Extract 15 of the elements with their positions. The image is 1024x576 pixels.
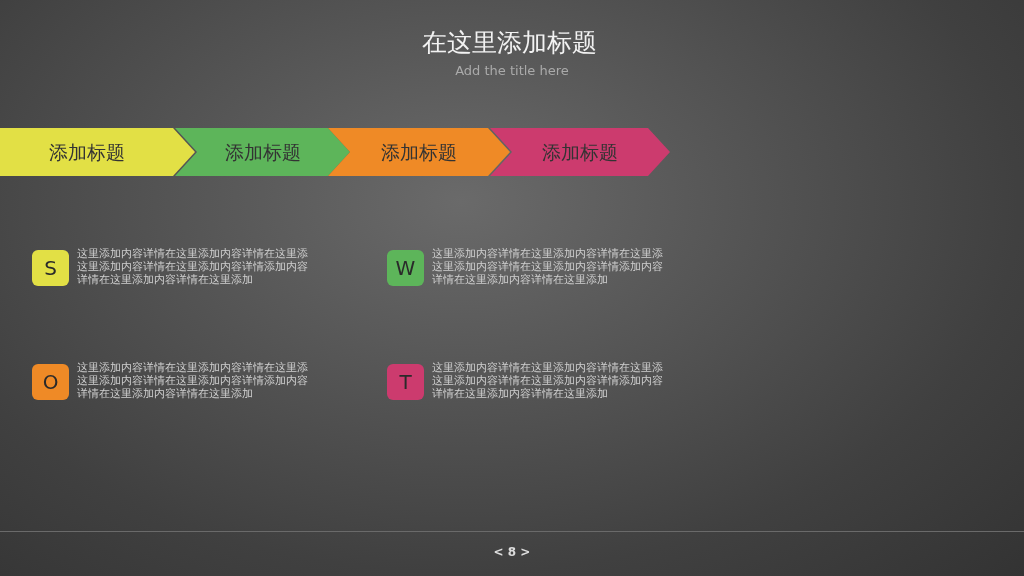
letter-tile: T: [387, 364, 424, 400]
slide-title: 在这里添加标题: [422, 27, 597, 59]
slide-subtitle: Add the title here: [455, 63, 569, 78]
letter-tile: W: [387, 250, 424, 286]
step-title: 添加标题: [224, 140, 301, 165]
step-title: 添加标题: [381, 140, 457, 165]
body-text: 这里添加内容详情在这里添加内容详情在这里添这里添加内容详情在这里添加内容详情添加内容详情在这里添加内容详情在这里添加: [77, 247, 309, 286]
body-text: 这里添加内容详情在这里添加内容详情在这里添这里添加内容详情在这里添加内容详情添加内容详情在这里添加内容详情在这里添加: [432, 361, 664, 400]
body-text: 这里添加内容详情在这里添加内容详情在这里添这里添加内容详情在这里添加内容详情添加内容详情在这里添加内容详情在这里添加: [432, 247, 664, 286]
letter-tile: S: [32, 250, 69, 286]
letter-tile: O: [32, 364, 69, 400]
body-text: 这里添加内容详情在这里添加内容详情在这里添这里添加内容详情在这里添加内容详情添加内容详情在这里添加内容详情在这里添加: [77, 361, 309, 400]
step-title: 添加标题: [48, 140, 125, 165]
page-number: < 8 >: [493, 545, 531, 559]
step-title: 添加标题: [542, 140, 618, 165]
